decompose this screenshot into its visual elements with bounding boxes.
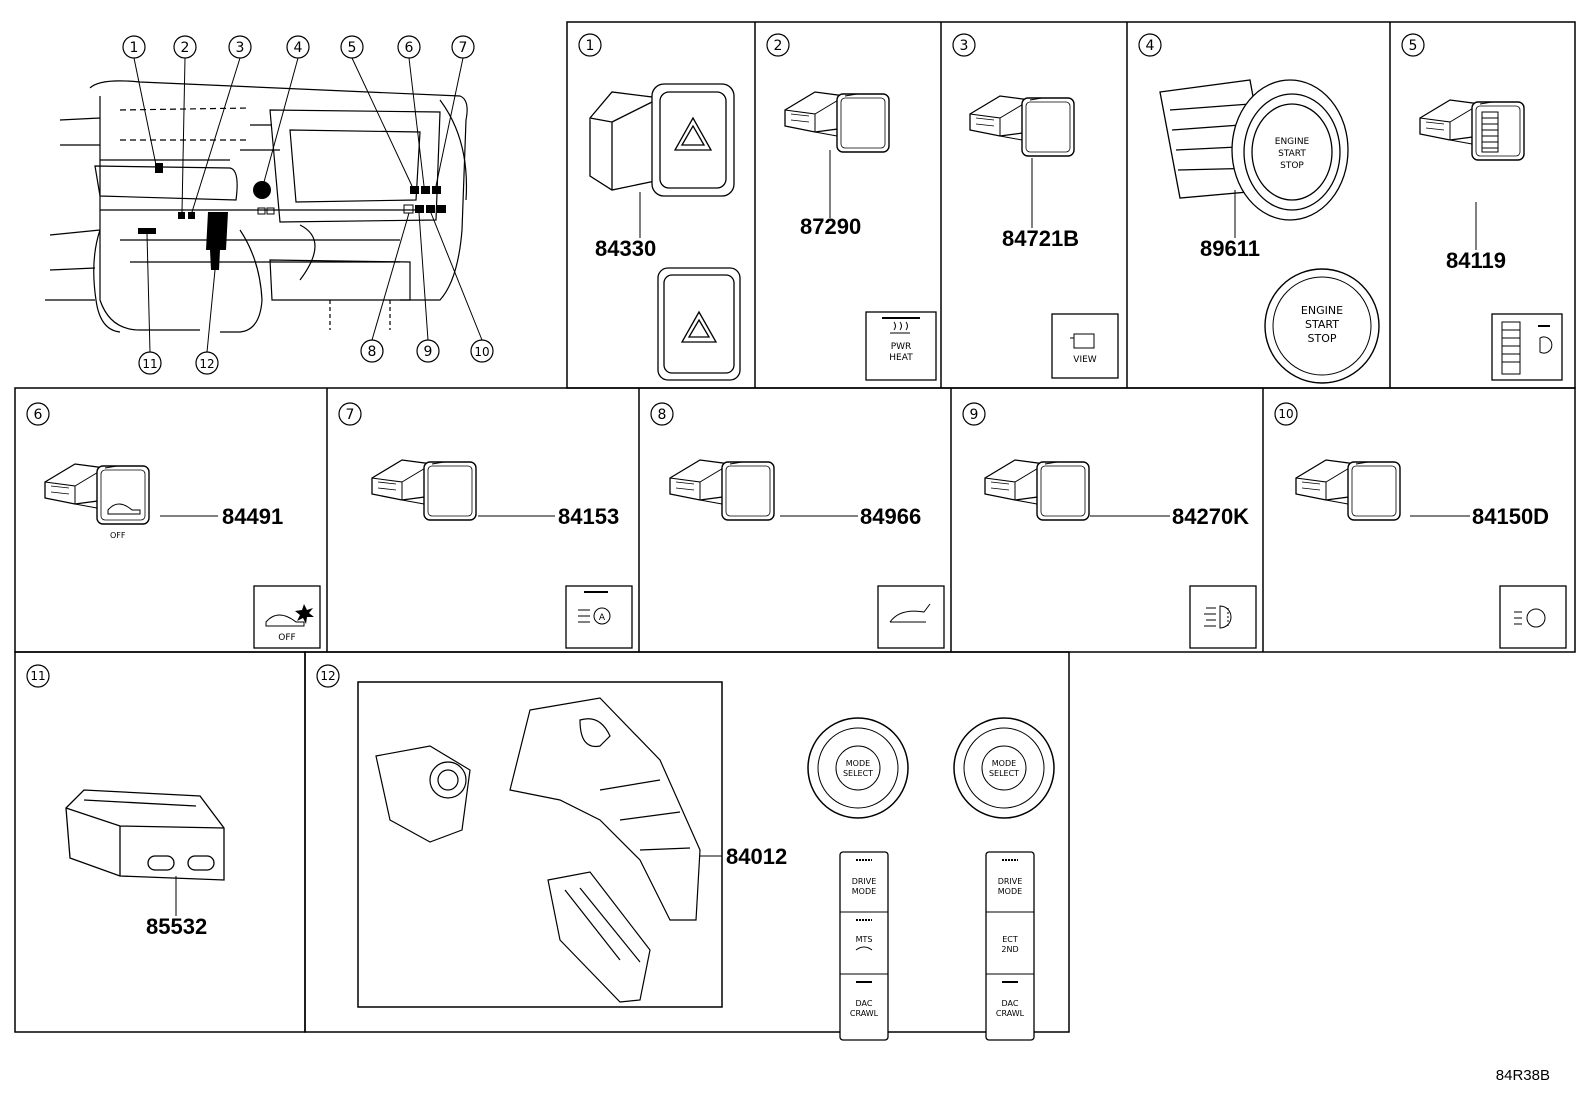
panel-number-6: 6 — [34, 407, 43, 423]
part-number-84119: 84119 — [1446, 248, 1506, 273]
mode-select-dial-right: MODE SELECT — [953, 717, 1055, 819]
vsc-off-switch-drawing — [44, 463, 150, 525]
pwr-heat-switch-drawing — [784, 91, 890, 153]
overview-callout-2: 2 — [181, 40, 190, 56]
reference-code: 84R38B — [1496, 1067, 1550, 1084]
panel-number-8: 8 — [658, 407, 667, 423]
overview-callout-9: 9 — [424, 344, 433, 360]
panel-number-11: 11 — [30, 669, 45, 683]
part-number-84150d: 84150D — [1472, 504, 1549, 529]
overview-leader-lines — [133, 57, 483, 353]
part-number-84491: 84491 — [222, 504, 283, 529]
part-number-84270k: 84270K — [1172, 504, 1249, 529]
part-number-87290: 87290 — [800, 214, 861, 239]
overview-callout-12: 12 — [199, 357, 214, 371]
select-text-right: SELECT — [989, 769, 1019, 778]
panel-number-10: 10 — [1278, 407, 1293, 421]
fog-light-icon — [1189, 585, 1257, 649]
left-drive-text: DRIVE — [852, 877, 877, 886]
view-icon: VIEW — [1051, 313, 1119, 379]
mode-text-left: MODE — [846, 759, 870, 768]
auto-high-beam-switch-drawing — [371, 459, 477, 521]
right-crawl-text: CRAWL — [996, 1009, 1025, 1018]
view-text: VIEW — [1073, 355, 1096, 365]
left-crawl-text: CRAWL — [850, 1009, 879, 1018]
mode-select-dial-left: MODE SELECT — [807, 717, 909, 819]
pwr-heat-icon: PWR HEAT — [865, 311, 937, 381]
panel-number-4: 4 — [1146, 38, 1155, 54]
overview-callout-3: 3 — [236, 40, 245, 56]
rear-hatch-icon — [877, 585, 945, 649]
left-mts-text: MTS — [856, 935, 873, 944]
fog-light-switch-drawing — [984, 459, 1090, 521]
engine-start-switch-text: ENGINE START STOP — [1275, 137, 1310, 171]
overview-callout-1: 1 — [130, 40, 139, 56]
overview-callout-8: 8 — [368, 344, 377, 360]
part-number-85532: 85532 — [146, 914, 207, 939]
start-text-small: START — [1278, 149, 1306, 159]
panel-number-1: 1 — [586, 38, 595, 54]
overview-callout-11: 11 — [142, 357, 157, 371]
overview-callout-labels: 1 2 3 4 5 6 7 8 9 10 11 12 — [130, 40, 490, 371]
hazard-switch-drawing — [589, 83, 735, 197]
panel-number-5: 5 — [1409, 38, 1418, 54]
right-dac-text: DAC — [1002, 999, 1019, 1008]
panel-number-9: 9 — [970, 407, 979, 423]
dimmer-switch-drawing — [1419, 99, 1525, 161]
part-number-84012: 84012 — [726, 844, 787, 869]
panel-number-3: 3 — [960, 38, 969, 54]
overview-callout-7: 7 — [459, 40, 468, 56]
start-text: START — [1305, 318, 1339, 331]
stop-text-small: STOP — [1280, 161, 1304, 171]
right-drive-text: DRIVE — [998, 877, 1023, 886]
dimmer-icon — [1491, 313, 1563, 381]
panel-number-2: 2 — [774, 38, 783, 54]
usb-socket-drawing — [65, 789, 225, 881]
overview-callout-4: 4 — [294, 40, 303, 56]
vsc-car-mini-icon — [107, 503, 141, 515]
rear-wiper-switch-drawing — [669, 459, 775, 521]
part-number-84330: 84330 — [595, 236, 656, 261]
stop-text: STOP — [1308, 332, 1337, 345]
engine-start-button-icon: ENGINE START STOP — [1264, 268, 1380, 384]
svg-text:A: A — [599, 613, 606, 623]
engine-start-switch-drawing — [1159, 79, 1349, 221]
right-mode-text: MODE — [998, 887, 1022, 896]
vsc-off-icon: OFF — [253, 585, 321, 649]
part-number-84153: 84153 — [558, 504, 619, 529]
right-2nd-text: 2ND — [1001, 945, 1018, 954]
hazard-button-face-icon — [657, 267, 741, 381]
rear-fog-icon — [1499, 585, 1567, 649]
part-number-84966: 84966 — [860, 504, 921, 529]
part-number-89611: 89611 — [1200, 236, 1260, 261]
right-ect-text: ECT — [1002, 935, 1018, 944]
left-mode-text: MODE — [852, 887, 876, 896]
dashboard-switch-markers — [138, 163, 446, 270]
select-text-left: SELECT — [843, 769, 873, 778]
panel-number-7: 7 — [346, 407, 355, 423]
mode-text-right: MODE — [992, 759, 1016, 768]
panel-number-12: 12 — [320, 669, 335, 683]
rear-fog-switch-drawing — [1295, 459, 1401, 521]
view-switch-drawing — [969, 95, 1075, 157]
overview-callout-6: 6 — [405, 40, 414, 56]
vsc-off-mini-text: OFF — [110, 531, 126, 540]
drive-mode-buttons-left: DRIVE MODE MTS DAC CRAWL — [839, 851, 889, 1041]
left-dac-text: DAC — [856, 999, 873, 1008]
engine-text-small: ENGINE — [1275, 137, 1310, 147]
console-drawing — [375, 697, 701, 1003]
part-number-84721b: 84721B — [1002, 226, 1079, 251]
overview-callout-10: 10 — [474, 345, 489, 359]
engine-text: ENGINE — [1301, 304, 1343, 317]
pwr-heat-text-2: HEAT — [889, 353, 913, 363]
panel-number-labels: 1 2 3 4 5 6 7 8 9 10 11 12 — [30, 38, 1417, 683]
drive-mode-buttons-right: DRIVE MODE ECT 2ND DAC CRAWL — [985, 851, 1035, 1041]
auto-high-beam-icon: A — [565, 585, 633, 649]
pwr-heat-text-1: PWR — [891, 342, 912, 352]
dimmer-wheel — [1481, 111, 1499, 153]
panel-borders — [14, 21, 1576, 1033]
overview-callout-5: 5 — [348, 40, 357, 56]
vsc-off-text: OFF — [278, 633, 295, 643]
